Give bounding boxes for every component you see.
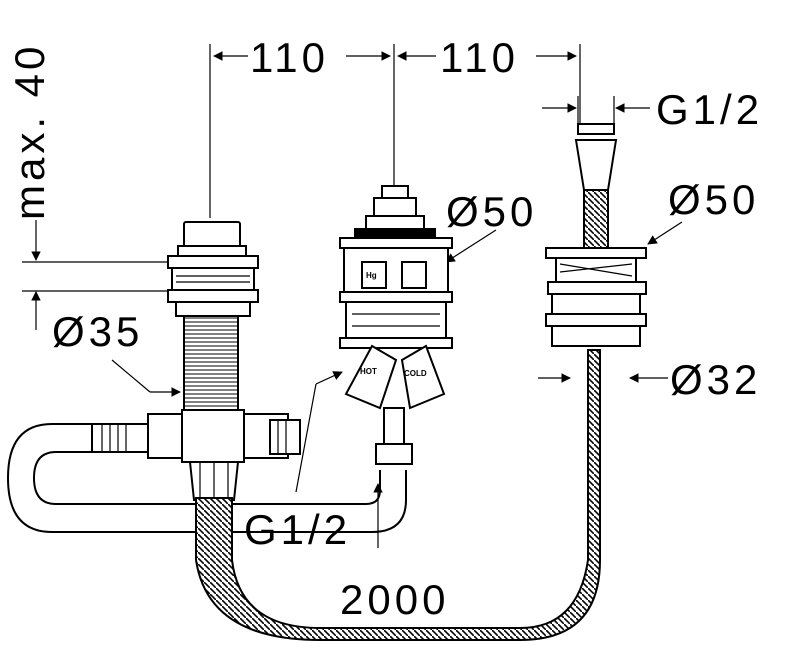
left-diameter-dimension: Ø35 xyxy=(52,308,181,397)
thread-top-label: G1/2 xyxy=(656,86,763,133)
hose-diameter-dimension: Ø32 xyxy=(538,356,761,403)
loop-hose xyxy=(6,423,407,533)
center-valve: Hg HOT COLD xyxy=(339,185,453,465)
cold-marking: COLD xyxy=(404,369,427,378)
spacing-left-label: 110 xyxy=(250,34,329,81)
max-height-dimension: max. 40 xyxy=(6,43,180,330)
thread-top-dimension: G1/2 xyxy=(542,86,763,133)
hose-length-label: 2000 xyxy=(340,576,449,623)
right-spout-assembly xyxy=(545,123,647,347)
max-height-label: max. 40 xyxy=(6,43,53,220)
hose-length-dimension: 2000 xyxy=(340,576,449,623)
spacing-dimension: 110 110 xyxy=(209,34,581,218)
right-diameter-dimension: Ø50 xyxy=(647,176,759,245)
valve-diameter-label: Ø50 xyxy=(446,188,537,235)
thread-bottom-label: G1/2 xyxy=(244,506,351,553)
thread-bottom-dimension: G1/2 xyxy=(244,371,383,553)
hot-marking: HOT xyxy=(360,367,377,376)
spacing-right-label: 110 xyxy=(440,34,519,81)
long-hose xyxy=(195,349,601,641)
left-diverter-body xyxy=(147,221,301,501)
right-diameter-label: Ø50 xyxy=(668,176,759,223)
left-diameter-label: Ø35 xyxy=(52,308,143,355)
hose-diameter-label: Ø32 xyxy=(670,356,761,403)
valve-diameter-dimension: Ø50 xyxy=(445,188,537,263)
hg-logo: Hg xyxy=(366,271,377,280)
